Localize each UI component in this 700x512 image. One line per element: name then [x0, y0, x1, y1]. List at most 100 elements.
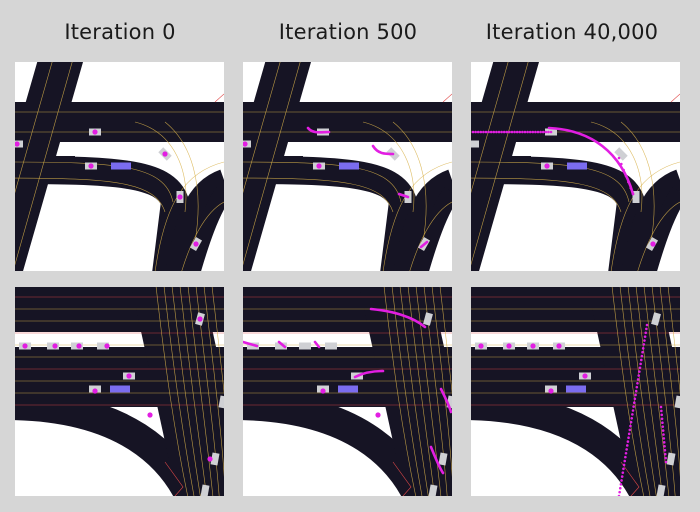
trajectory-point [660, 409, 663, 413]
lane-line [171, 287, 201, 496]
trajectory-point [147, 412, 153, 418]
trajectory-point [638, 366, 642, 370]
trajectory-point [487, 130, 490, 134]
trajectory-point [548, 388, 554, 394]
ego-vehicle [567, 162, 587, 170]
lane-line [134, 121, 187, 213]
lane-line [181, 201, 224, 271]
agent-vehicle [651, 312, 661, 326]
trajectory-point [619, 483, 623, 486]
lane-line [164, 121, 199, 243]
panel-row1-iter-500 [243, 62, 452, 271]
trajectory-point [617, 494, 621, 496]
trajectory-point [162, 151, 168, 157]
agent-vehicle [275, 342, 287, 350]
lane-line [407, 287, 435, 496]
trajectory-point [632, 401, 636, 405]
trajectory-point [541, 130, 545, 134]
trajectory [369, 307, 427, 329]
scene-merge-junction-iter-40000 [471, 62, 680, 271]
lane-line [243, 62, 281, 194]
agent-vehicle [218, 395, 224, 409]
lane-line [392, 121, 427, 243]
trajectory-point [626, 440, 630, 443]
trajectory-point [628, 428, 632, 432]
lane-line [15, 177, 166, 213]
ego-vehicle [111, 162, 131, 170]
lane-line [187, 287, 214, 496]
trajectory-point [500, 130, 503, 134]
lane-line [362, 121, 415, 213]
boundary-line [442, 93, 452, 103]
lane-line [15, 62, 73, 266]
trajectory [429, 445, 445, 475]
trajectory-point [624, 451, 628, 455]
column-title-iteration-0: Iteration 0 [64, 20, 176, 44]
lane-line [243, 62, 301, 266]
lane-line [471, 177, 622, 213]
trajectory-point [126, 373, 132, 379]
trajectory-point [620, 475, 624, 478]
trajectory-point [471, 130, 475, 134]
trajectory-point [629, 420, 633, 424]
lane-line [627, 287, 657, 496]
trajectory-point [635, 385, 639, 389]
trajectory-point [478, 343, 484, 349]
trajectory [306, 126, 331, 134]
trajectory-point [627, 436, 630, 440]
lane-line [155, 287, 188, 496]
trajectory-point [627, 432, 631, 436]
trajectory-point [624, 455, 627, 459]
lane-line [651, 287, 676, 496]
trajectory [371, 144, 395, 156]
trajectory-point [629, 186, 632, 190]
trajectory-point [92, 388, 98, 394]
trajectory-point [663, 444, 666, 448]
lane-line [667, 287, 680, 395]
lane-line [635, 287, 663, 496]
trajectory-point [627, 180, 630, 184]
trajectory-point [636, 378, 640, 381]
trajectory-point [641, 347, 645, 350]
trajectory-point [22, 343, 28, 349]
lane-line [409, 201, 452, 271]
lane-line [179, 287, 207, 496]
road [165, 169, 224, 271]
lane-line [611, 287, 644, 496]
trajectory-point [510, 130, 514, 134]
trajectory-point [622, 463, 626, 467]
trajectory-point [76, 343, 82, 349]
trajectory-point [316, 163, 322, 169]
trajectory-point [631, 192, 635, 196]
trajectory-point [638, 370, 641, 373]
trajectory-point [177, 194, 183, 200]
boundary-line [214, 93, 224, 103]
trajectory-point [617, 156, 621, 160]
trajectory-point [476, 130, 480, 134]
trajectory-point [539, 130, 542, 134]
trajectory-point [625, 444, 629, 447]
trajectory-point [505, 130, 509, 134]
lane-line [399, 287, 429, 496]
trajectory-point [508, 130, 511, 134]
trajectory-point [620, 162, 623, 166]
trajectory-point [518, 130, 522, 134]
trajectory-point [375, 412, 381, 418]
trajectory-point [662, 441, 666, 444]
trajectory-point [645, 327, 648, 331]
lane-line [415, 287, 442, 496]
trajectory-point [474, 130, 477, 134]
trajectory-point [634, 393, 637, 397]
trajectory-point [660, 417, 664, 421]
trajectory-point [502, 130, 506, 134]
trajectory-point [528, 130, 532, 134]
trajectory-point [664, 456, 667, 460]
road [638, 186, 680, 271]
boundary-line [164, 461, 184, 496]
trajectory [353, 369, 385, 379]
trajectory [243, 340, 259, 348]
agent-vehicle [656, 484, 666, 496]
trajectory-point [637, 374, 641, 377]
lane-line [203, 287, 224, 478]
